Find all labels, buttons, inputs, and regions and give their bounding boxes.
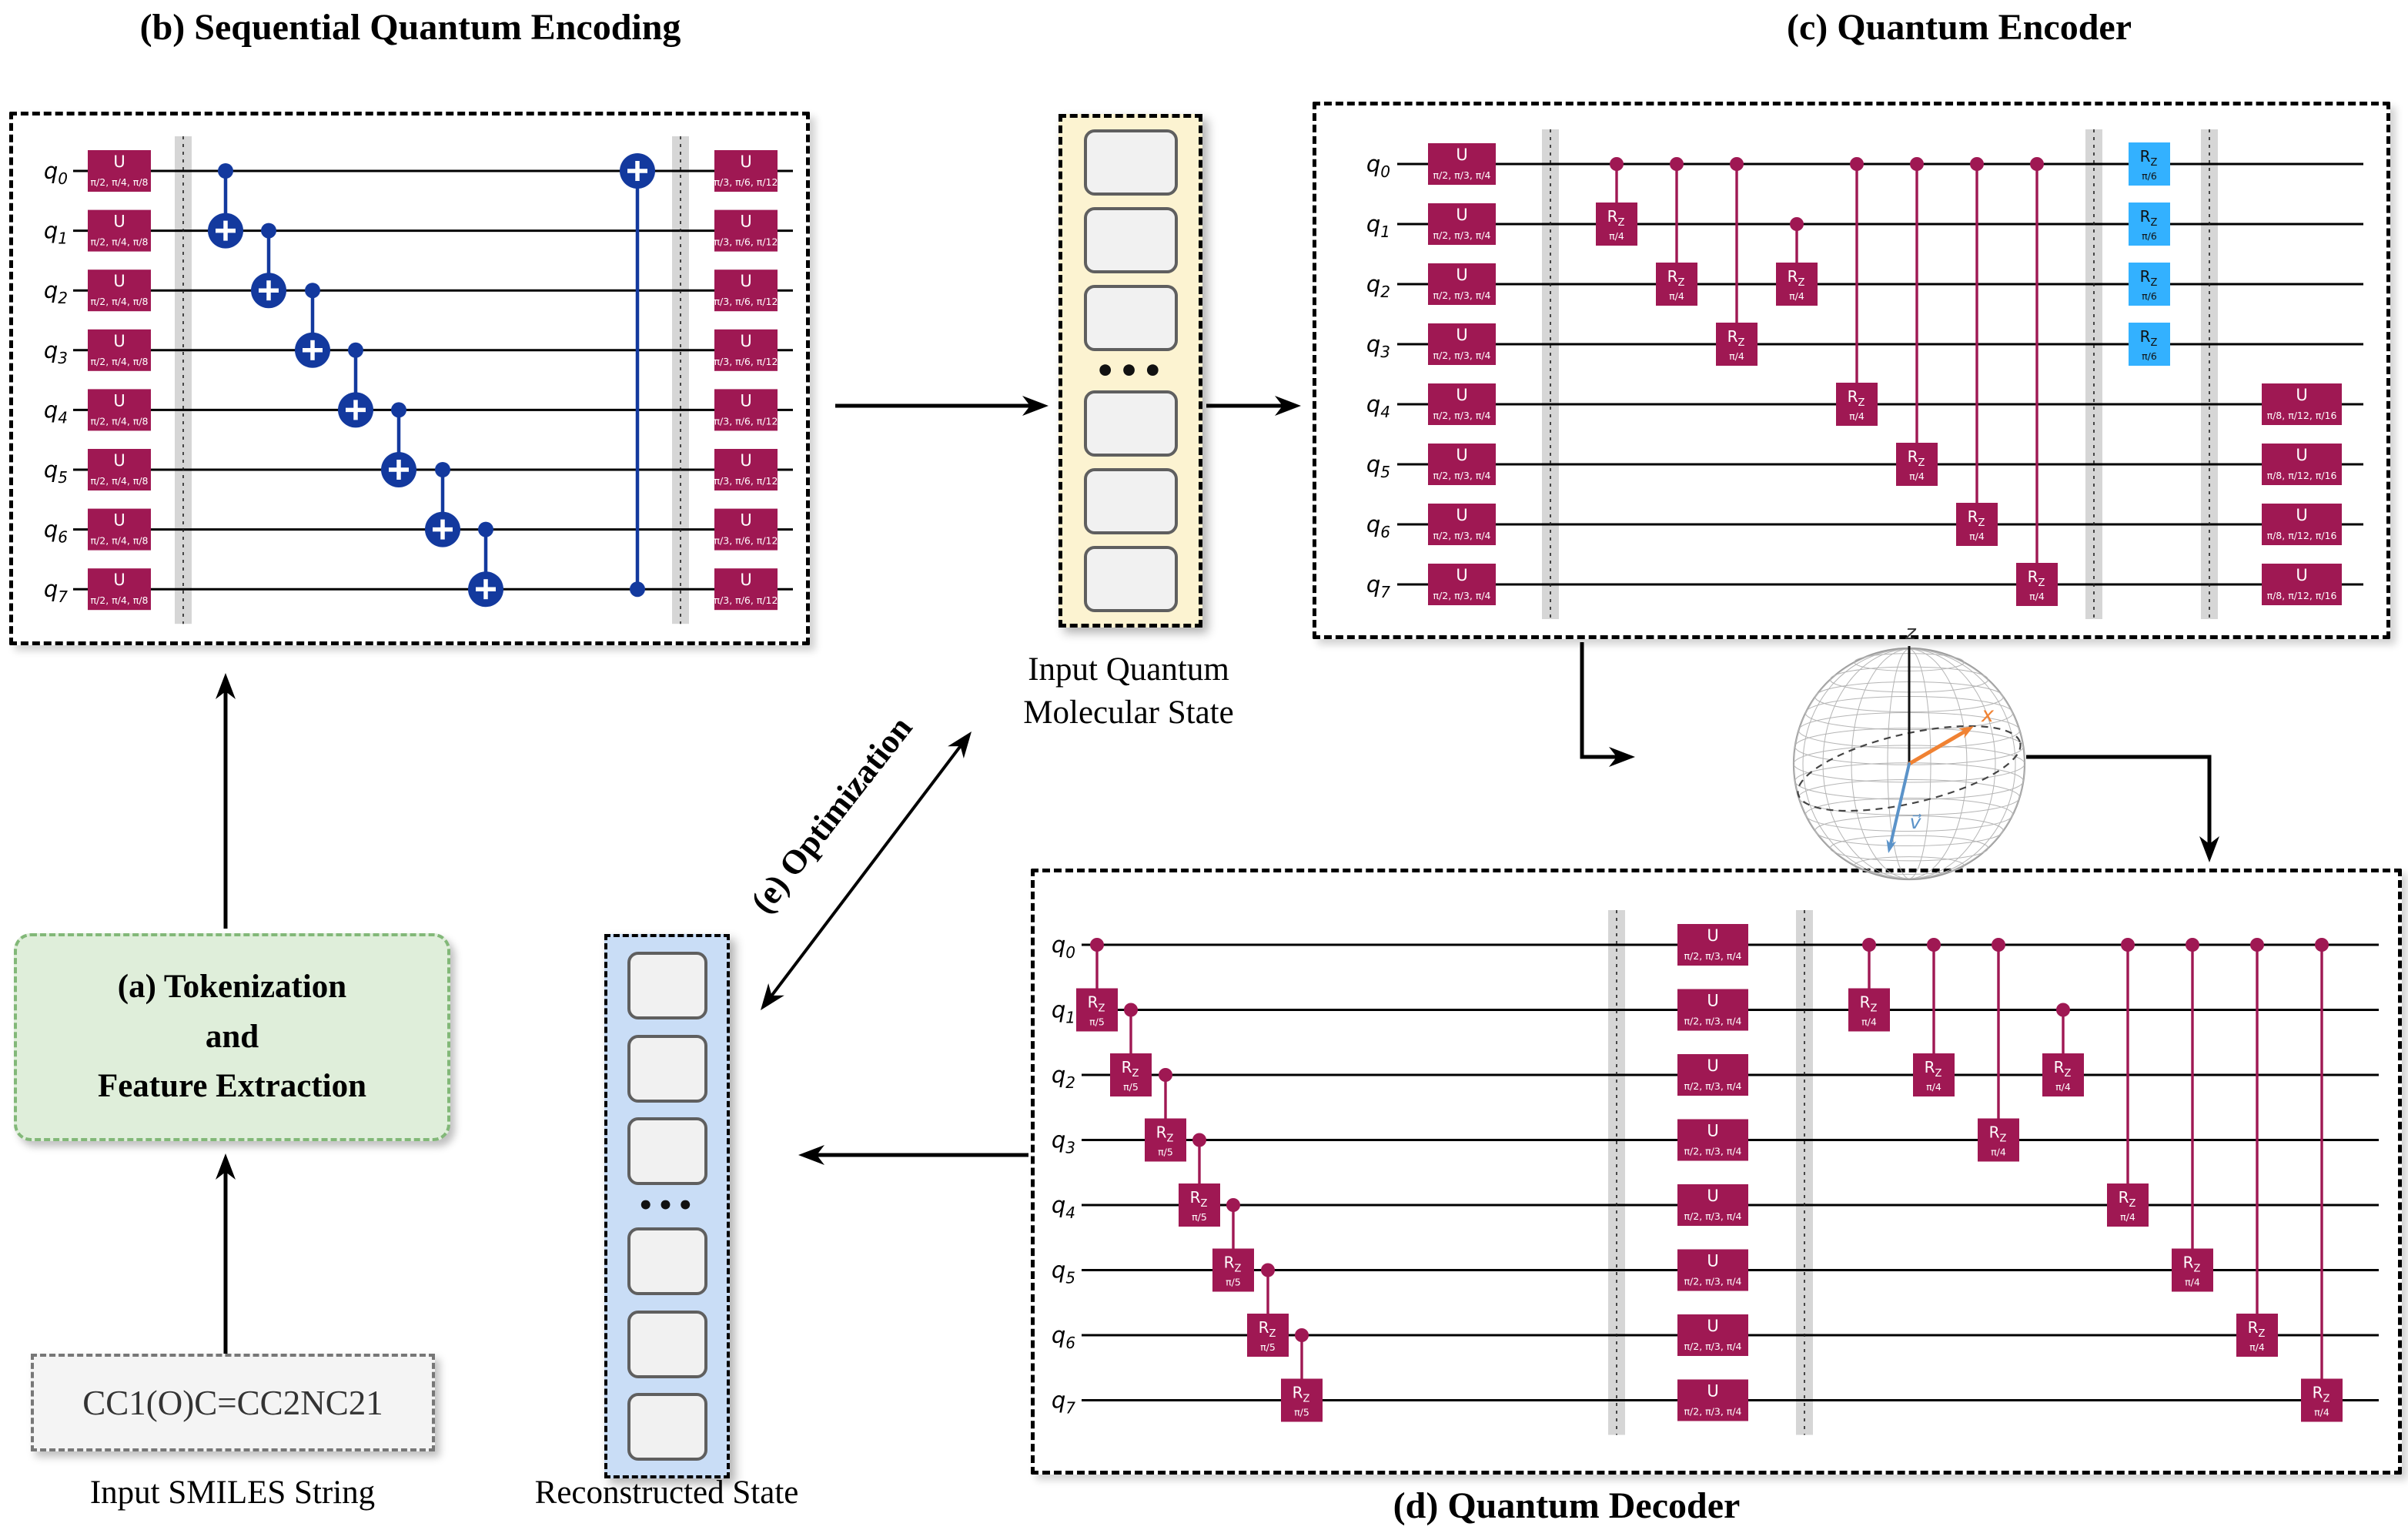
reconstructed-state-cell (627, 1392, 707, 1461)
tokenization-line-1: (a) Tokenization (117, 969, 347, 1006)
panel-quantum-decoder (1031, 869, 2402, 1475)
arrowhead (1275, 396, 1301, 416)
bloch-state-label: v⃗ (1910, 811, 1922, 833)
bloch-longitude (1851, 648, 1968, 879)
optimization-label: (e) Optimization (743, 709, 920, 920)
bloch-latitude (1804, 797, 2014, 832)
tokenization-line-2: and (205, 1018, 259, 1055)
bloch-latitude (1794, 728, 2024, 765)
input-state-caption-line-1: Input Quantum (1028, 651, 1229, 688)
reconstructed-state-cell (627, 1310, 707, 1378)
bloch-latitude (1793, 745, 2025, 783)
input-state-caption-line-2: Molecular State (1023, 694, 1234, 731)
arrowhead (761, 983, 784, 1010)
reconstructed-state-cell (627, 1116, 707, 1185)
title-sequential-quantum-encoding: (b) Sequential Quantum Encoding (139, 7, 681, 48)
smiles-caption: Input SMILES String (89, 1475, 376, 1511)
bloch-longitude (1887, 648, 1931, 879)
arrowhead (216, 1153, 236, 1180)
arrow-smiles-to-tokenization (216, 1153, 236, 1354)
input-state-cells: ••• (1062, 118, 1199, 624)
ellipsis-dots: ••• (637, 1190, 697, 1221)
reconstructed-state-caption: Reconstructed State (534, 1475, 799, 1511)
bloch-x-axis-arrow (1907, 726, 1974, 766)
arrowhead (1609, 747, 1635, 767)
reconstructed-state-cell (627, 952, 707, 1020)
bloch-longitude (1802, 648, 2016, 879)
bloch-state-vector (1889, 762, 1911, 845)
arrow-encoding-to-input-state (835, 396, 1048, 416)
bloch-longitude (1793, 648, 2025, 879)
panel-sequential-encoding (9, 112, 810, 645)
bloch-latitude (1798, 779, 2021, 815)
reconstructed-state-cell (627, 1227, 707, 1296)
tokenization-box: (a) Tokenization and Feature Extraction (14, 933, 450, 1141)
input-state-cell (1083, 468, 1178, 534)
bloch-latitude (1814, 681, 2004, 713)
tokenization-line-3: Feature Extraction (97, 1068, 367, 1105)
bloch-state-vector-arrow (1886, 762, 1911, 853)
arrow-shaft (2026, 755, 2212, 849)
bloch-outline (1792, 647, 2026, 881)
bloch-x-label: x (1981, 703, 1995, 727)
smiles-input-box: CC1(O)C=CC2NC21 (31, 1354, 435, 1451)
arrowhead (216, 673, 236, 699)
input-state-cell (1083, 390, 1178, 457)
arrow-tokenization-to-encoding (216, 673, 236, 929)
input-state-cell (1083, 285, 1178, 351)
smiles-string: CC1(O)C=CC2NC21 (82, 1383, 383, 1422)
input-state-cell (1083, 207, 1178, 273)
arrowhead (1958, 726, 1974, 738)
bloch-x-axis (1907, 728, 1968, 766)
bloch-latitude (1804, 695, 2014, 731)
input-state-cell (1083, 129, 1178, 196)
reconstructed-state-cells: ••• (607, 937, 727, 1475)
title-quantum-encoder: (c) Quantum Encoder (1787, 7, 2132, 48)
arrowhead (2199, 836, 2219, 862)
bloch-equator-dashed (1797, 725, 2022, 812)
bloch-sphere: zxv⃗ (1792, 621, 2026, 881)
bloch-latitude (1798, 712, 2021, 748)
input-quantum-state-box: ••• (1059, 114, 1202, 628)
ellipsis-dots: ••• (1095, 352, 1166, 390)
arrow-bloch-to-decoder (2026, 755, 2219, 862)
input-state-cell (1083, 546, 1178, 612)
arrowhead (948, 732, 972, 758)
reconstructed-state-cell (627, 1034, 707, 1103)
title-quantum-decoder: (d) Quantum Decoder (1393, 1485, 1741, 1526)
arrowhead (1886, 839, 1897, 853)
arrowhead (1022, 396, 1048, 416)
arrow-shaft (1580, 642, 1621, 759)
bloch-latitude (1829, 835, 1989, 862)
panel-quantum-encoder (1313, 102, 2390, 639)
bloch-latitude (1814, 815, 2004, 847)
arrow-input-state-to-encoder (1206, 396, 1301, 416)
arrow-encoder-to-bloch (1580, 642, 1635, 767)
bloch-latitude (1854, 653, 1965, 671)
bloch-latitude (1829, 666, 1989, 693)
bloch-longitude (1822, 648, 1996, 879)
arrowhead (798, 1145, 824, 1165)
bloch-latitude (1794, 762, 2024, 800)
arrow-decoder-to-reconstructed (798, 1145, 1028, 1165)
reconstructed-state-box: ••• (604, 934, 730, 1478)
input-state-caption: Input Quantum Molecular State (1023, 648, 1233, 735)
